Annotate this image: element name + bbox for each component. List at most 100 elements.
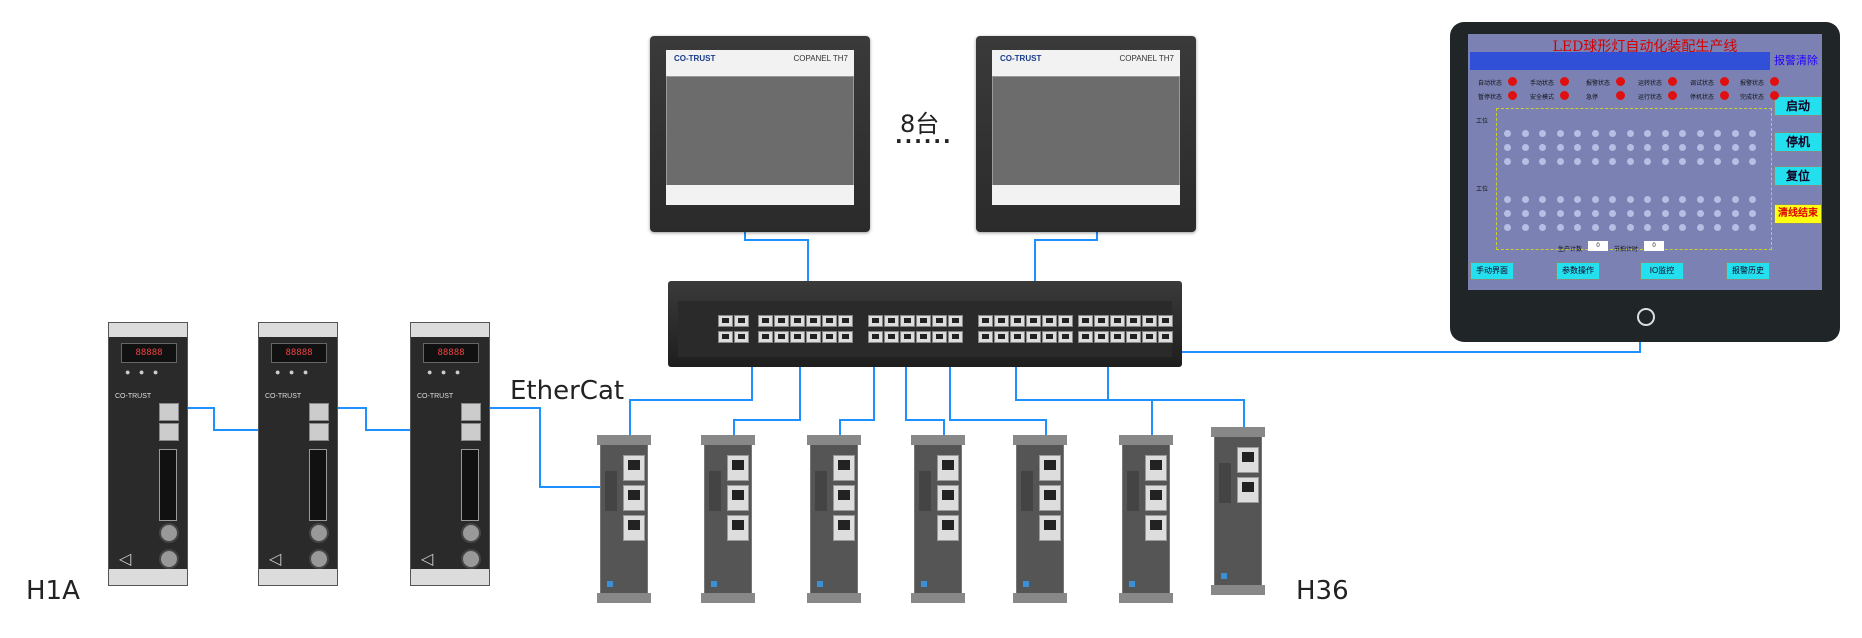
switch-port: [758, 315, 773, 327]
message-bar: [1470, 52, 1770, 70]
io-coupler-5: [1013, 435, 1067, 603]
status-label: 调试状态: [1690, 81, 1715, 87]
status-indicator: [1770, 91, 1779, 100]
switch-port: [884, 331, 899, 343]
ethernet-port: [461, 423, 481, 441]
status-indicator: [1770, 77, 1779, 86]
ethernet-port: [309, 423, 329, 441]
station-lamp: [1679, 130, 1686, 137]
station-lamp: [1679, 210, 1686, 217]
station-lamp: [1661, 144, 1669, 151]
status-label: 急停: [1586, 95, 1599, 101]
io-connector: [309, 449, 327, 521]
switch-port: [1026, 331, 1041, 343]
station-lamp: [1609, 224, 1616, 231]
station-lamp: [1679, 158, 1686, 165]
status-led: [1129, 581, 1135, 587]
sfp-port: [718, 315, 733, 327]
cable-drive3-io1: [462, 407, 612, 488]
clear-line-button[interactable]: 清线结束: [1774, 204, 1822, 224]
home-button[interactable]: [1637, 308, 1655, 326]
station-lamp: [1539, 130, 1546, 137]
last-node-label: H36: [1296, 576, 1349, 606]
switch-port: [1078, 315, 1093, 327]
reset-button[interactable]: 复位: [1774, 166, 1822, 186]
start-button[interactable]: 启动: [1774, 96, 1822, 116]
status-indicator: [1560, 91, 1569, 100]
ethernet-port: [461, 403, 481, 421]
manual-screen-button[interactable]: 手动界面: [1470, 262, 1514, 280]
switch-port: [1058, 315, 1073, 327]
station-lamp: [1539, 144, 1546, 151]
status-label: 运行状态: [1638, 95, 1663, 101]
warning-icon: ◁: [119, 551, 132, 568]
switch-port: [994, 315, 1009, 327]
io-coupler-1: [597, 435, 651, 603]
drive-brand: CO-TRUST: [265, 393, 302, 400]
switch-port: [838, 331, 853, 343]
status-led: [1023, 581, 1029, 587]
drive-display: 88888: [121, 343, 177, 363]
parameter-button[interactable]: 参数操作: [1556, 262, 1600, 280]
io-monitor-button[interactable]: IO监控: [1640, 262, 1684, 280]
switch-port: [884, 315, 899, 327]
station-lamp: [1521, 210, 1529, 217]
cable-switch-io6: [1015, 352, 1153, 448]
io-connector: [159, 449, 177, 521]
count-input[interactable]: 0: [1588, 241, 1608, 251]
servo-drive-1: 88888 ● ● ● CO-TRUST ◁: [108, 322, 188, 586]
station-lamp: [1679, 196, 1686, 203]
switch-port: [1110, 331, 1125, 343]
station-lamp: [1539, 196, 1546, 203]
io-coupler-2: [701, 435, 755, 603]
switch-port: [868, 331, 883, 343]
status-led: [711, 581, 717, 587]
station-lamp: [1609, 130, 1616, 137]
switch-port: [1126, 331, 1141, 343]
station-lamp: [1591, 196, 1599, 203]
drive-buttons: ● ● ●: [275, 367, 312, 377]
station-lamp: [1556, 224, 1564, 231]
station-lamp: [1696, 158, 1704, 165]
status-label: 停机状态: [1690, 95, 1715, 101]
status-label: 运转状态: [1638, 81, 1663, 87]
station-lamp: [1556, 196, 1564, 203]
station-lamp: [1749, 158, 1756, 165]
encoder-port: [159, 549, 179, 569]
station-lamp: [1626, 130, 1634, 137]
station-lamp: [1714, 158, 1721, 165]
switch-port: [1094, 331, 1109, 343]
alarm-history-button[interactable]: 报警历史: [1726, 262, 1770, 280]
encoder-port: [309, 549, 329, 569]
alarm-clear-button[interactable]: 报警清除: [1772, 52, 1820, 70]
status-led: [607, 581, 613, 587]
switch-port: [994, 331, 1009, 343]
station-lamp: [1521, 224, 1529, 231]
count-input-label: 生产计数: [1558, 247, 1583, 253]
switch-port: [1026, 315, 1041, 327]
station-lamp: [1521, 158, 1529, 165]
station-lamp: [1661, 158, 1669, 165]
switch-port: [1058, 331, 1073, 343]
station-lamp: [1574, 144, 1581, 151]
station-lamp: [1626, 144, 1634, 151]
ethernet-port: [159, 403, 179, 421]
switch-port: [774, 331, 789, 343]
cycle-input[interactable]: 0: [1644, 241, 1664, 251]
station-lamp: [1714, 144, 1721, 151]
station-lamp: [1609, 210, 1616, 217]
station-lamp: [1539, 224, 1546, 231]
hmi-panel-1: CO-TRUST COPANEL TH7: [650, 36, 870, 232]
station-lamp: [1504, 224, 1511, 231]
station-lamp: [1574, 224, 1581, 231]
switch-port: [1010, 331, 1025, 343]
stop-button[interactable]: 停机: [1774, 132, 1822, 152]
status-label: 完成状态: [1740, 95, 1765, 101]
switch-port: [774, 315, 789, 327]
station-lamp: [1556, 210, 1564, 217]
station-lamp: [1749, 144, 1756, 151]
station-lamp: [1556, 130, 1564, 137]
station-lamp: [1714, 196, 1721, 203]
hmi-model: COPANEL TH7: [1119, 54, 1174, 63]
station-lamp: [1556, 144, 1564, 151]
